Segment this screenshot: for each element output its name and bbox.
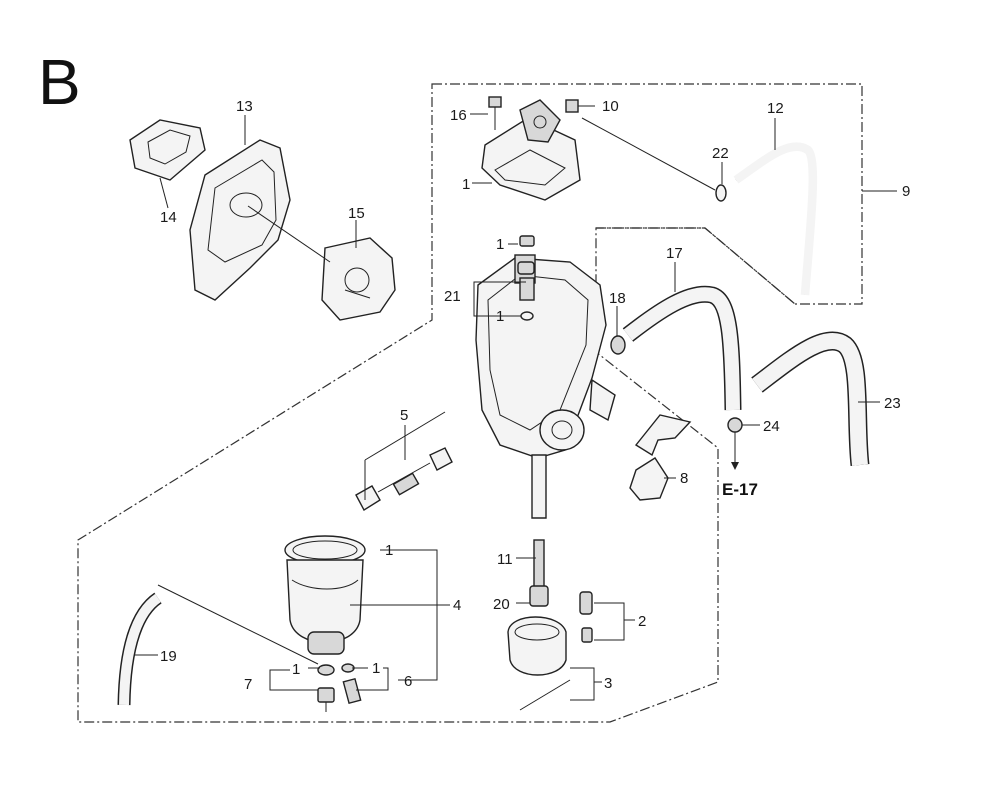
insulator-part-13 xyxy=(189,139,291,301)
callout-16: 16 xyxy=(450,107,467,124)
carburetor-body xyxy=(475,254,616,519)
callout-8: 8 xyxy=(680,470,688,487)
reference-e-17: E-17 xyxy=(722,480,758,499)
screw-part-16 xyxy=(488,96,502,130)
choke-lever-part-8 xyxy=(629,414,692,501)
callout-18: 18 xyxy=(609,290,626,307)
callout-13: 13 xyxy=(236,98,253,115)
callout-6: 6 xyxy=(404,673,412,690)
gasket-part-14 xyxy=(129,119,206,181)
callout-14: 14 xyxy=(160,209,177,226)
callout-7: 7 xyxy=(244,676,252,693)
leader-lines xyxy=(135,105,897,701)
callout-12: 12 xyxy=(767,100,784,117)
callout-21: 21 xyxy=(444,288,461,305)
callout-1-cover: 1 xyxy=(462,176,470,193)
callout-22: 22 xyxy=(712,145,729,162)
fuel-tube-part-17 xyxy=(622,285,742,411)
callout-2: 2 xyxy=(638,613,646,630)
callout-1-washer-right: 1 xyxy=(372,660,380,677)
bolt-part-6 xyxy=(341,663,362,705)
fuel-tube-part-12 xyxy=(733,142,818,296)
callout-19: 19 xyxy=(160,648,177,665)
callout-4: 4 xyxy=(453,597,461,614)
float-chamber-cover-part xyxy=(481,99,581,201)
callout-1-jet-top: 1 xyxy=(496,236,504,253)
clip-part-22 xyxy=(715,184,727,202)
callout-15: 15 xyxy=(348,205,365,222)
callout-labels: 13 14 15 16 10 1 22 12 9 1 21 1 17 18 23… xyxy=(160,98,910,693)
section-letter: B xyxy=(38,46,81,118)
callout-3: 3 xyxy=(604,675,612,692)
callout-9: 9 xyxy=(902,183,910,200)
callout-24: 24 xyxy=(763,418,780,435)
float-bowl-part-4 xyxy=(284,535,366,655)
callout-11: 11 xyxy=(497,551,513,568)
callout-5: 5 xyxy=(400,407,408,424)
pilot-screw-part-5 xyxy=(355,447,453,511)
callout-10: 10 xyxy=(602,98,619,115)
plate-part-15 xyxy=(321,237,396,321)
group-outline-main xyxy=(77,83,863,723)
callout-1-bowl: 1 xyxy=(385,542,393,559)
drain-screw-part-7 xyxy=(317,664,335,712)
screw-part-10 xyxy=(565,99,590,113)
callout-20: 20 xyxy=(493,596,510,613)
reference-arrow-head xyxy=(731,462,739,470)
clip-part-24 xyxy=(727,417,743,433)
callout-17: 17 xyxy=(666,245,683,262)
clip-part-18 xyxy=(610,335,626,355)
callout-23: 23 xyxy=(884,395,901,412)
float-part-3 xyxy=(507,616,571,711)
needle-valve-part-2 xyxy=(579,591,593,643)
group-outline-inner xyxy=(596,227,796,305)
callout-1-jet-bottom: 1 xyxy=(496,308,504,325)
drain-tube-part-19 xyxy=(117,592,162,706)
vent-tube-part-23 xyxy=(751,331,870,467)
callout-1-washer-left: 1 xyxy=(292,661,300,678)
main-jet-part-11 xyxy=(529,539,549,607)
